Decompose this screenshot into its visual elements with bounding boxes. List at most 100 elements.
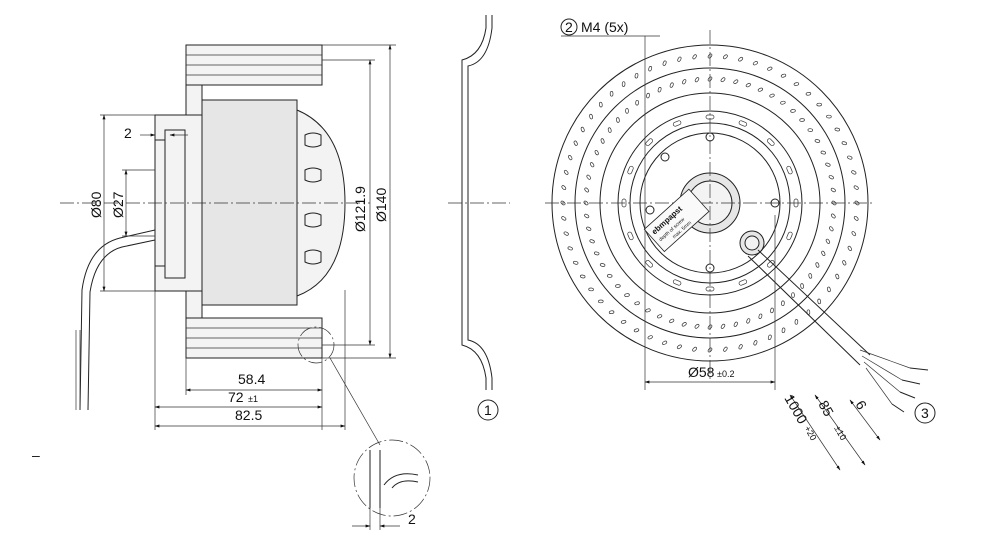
- blade-mark: [584, 213, 590, 219]
- blade-mark: [647, 335, 653, 340]
- blade-mark: [676, 344, 682, 349]
- blade-mark: [564, 169, 569, 175]
- dim-cable-len: 1000: [781, 392, 811, 427]
- blade-mark: [707, 53, 713, 59]
- rotor-slot: [627, 165, 634, 175]
- blade-mark: [851, 170, 857, 175]
- dim-d80: Ø80: [88, 191, 104, 218]
- blade-mark: [720, 77, 726, 82]
- blade-mark: [817, 298, 821, 305]
- rotor-slot: [645, 138, 653, 146]
- blade-mark: [780, 73, 787, 78]
- blade-mark: [746, 318, 751, 324]
- blade-mark: [573, 260, 579, 265]
- blade-mark: [563, 231, 569, 236]
- blade-mark: [767, 66, 773, 71]
- blade-mark: [805, 92, 812, 96]
- blade-mark: [609, 91, 614, 97]
- blade-mark: [634, 72, 639, 79]
- blade-mark: [590, 162, 595, 168]
- blade-mark: [780, 100, 786, 105]
- blade-mark: [753, 340, 758, 346]
- blade-mark: [594, 150, 599, 156]
- blade-mark: [821, 250, 826, 256]
- blade-mark: [853, 216, 859, 221]
- blade-mark: [681, 322, 687, 327]
- blade-mark: [781, 300, 785, 307]
- blade-mark: [720, 323, 726, 329]
- blade-mark: [816, 102, 822, 107]
- dim-d58: Ø58: [688, 364, 715, 380]
- rotor-slot: [738, 120, 748, 127]
- blade-mark: [561, 216, 567, 221]
- blade-mark: [586, 226, 592, 231]
- blade-mark: [568, 155, 573, 161]
- dim-strip-tol: ±10: [832, 424, 848, 442]
- callout-3: 3: [921, 405, 929, 421]
- dim-strip-len: 85: [815, 398, 837, 420]
- blade-mark: [707, 324, 713, 330]
- blade-mark: [781, 327, 786, 334]
- blade-mark: [584, 187, 589, 193]
- screw-hole: [770, 198, 780, 208]
- blade-mark: [621, 81, 626, 87]
- dim-w72-tol: ±1: [248, 394, 258, 404]
- blade-mark: [738, 344, 743, 350]
- blade-mark: [607, 127, 612, 133]
- blade-mark: [831, 213, 836, 219]
- blade-mark: [692, 54, 697, 60]
- blade-mark: [589, 113, 593, 120]
- blade-mark: [790, 109, 796, 113]
- blade-mark: [827, 286, 831, 293]
- blade-mark: [745, 83, 751, 88]
- blade-mark: [620, 320, 627, 324]
- blade-mark: [733, 79, 739, 84]
- blade-mark: [624, 293, 630, 297]
- blade-mark: [825, 162, 831, 167]
- rotor-slot: [705, 286, 715, 292]
- blade-mark: [580, 126, 585, 133]
- blade-mark: [826, 114, 832, 119]
- dim-thread: M4 (5x): [581, 19, 628, 35]
- blade-mark: [583, 200, 589, 206]
- screw-hole: [660, 152, 670, 162]
- blade-mark: [589, 239, 595, 244]
- blade-mark: [608, 310, 615, 314]
- blade-mark: [767, 334, 772, 340]
- screw-hole: [705, 263, 715, 273]
- blade-mark: [758, 313, 763, 319]
- blade-mark: [807, 128, 814, 132]
- blade-mark: [752, 61, 758, 66]
- blade-mark: [694, 324, 700, 329]
- blade-mark: [669, 318, 675, 323]
- blade-mark: [586, 174, 591, 180]
- callout-1: 1: [484, 402, 492, 418]
- blade-mark: [828, 175, 834, 180]
- blade-mark: [635, 99, 639, 106]
- rotor-slot: [621, 198, 627, 208]
- detail-view: 2: [352, 439, 431, 530]
- blade-mark: [800, 283, 804, 289]
- blade-mark: [723, 346, 728, 352]
- dim-gap-detail: 2: [408, 511, 416, 527]
- blade-mark: [648, 66, 653, 72]
- blade-mark: [600, 138, 605, 144]
- blade-mark: [799, 118, 805, 122]
- dim-w72: 72: [228, 389, 244, 405]
- blade-mark: [634, 301, 640, 306]
- rotor-slot: [786, 165, 793, 175]
- rotor-slot: [738, 279, 748, 286]
- blade-mark: [657, 87, 662, 93]
- blade-mark: [662, 340, 668, 345]
- blade-mark: [842, 260, 847, 266]
- blade-mark: [707, 347, 713, 353]
- blade-mark: [770, 307, 774, 314]
- blade-mark: [723, 54, 728, 60]
- dim-d58-tol: ±0.2: [717, 369, 734, 379]
- blade-mark: [588, 287, 594, 292]
- impeller-blades: [560, 53, 860, 353]
- blade-mark: [606, 274, 613, 278]
- blade-mark: [847, 245, 852, 251]
- blade-mark: [738, 57, 744, 62]
